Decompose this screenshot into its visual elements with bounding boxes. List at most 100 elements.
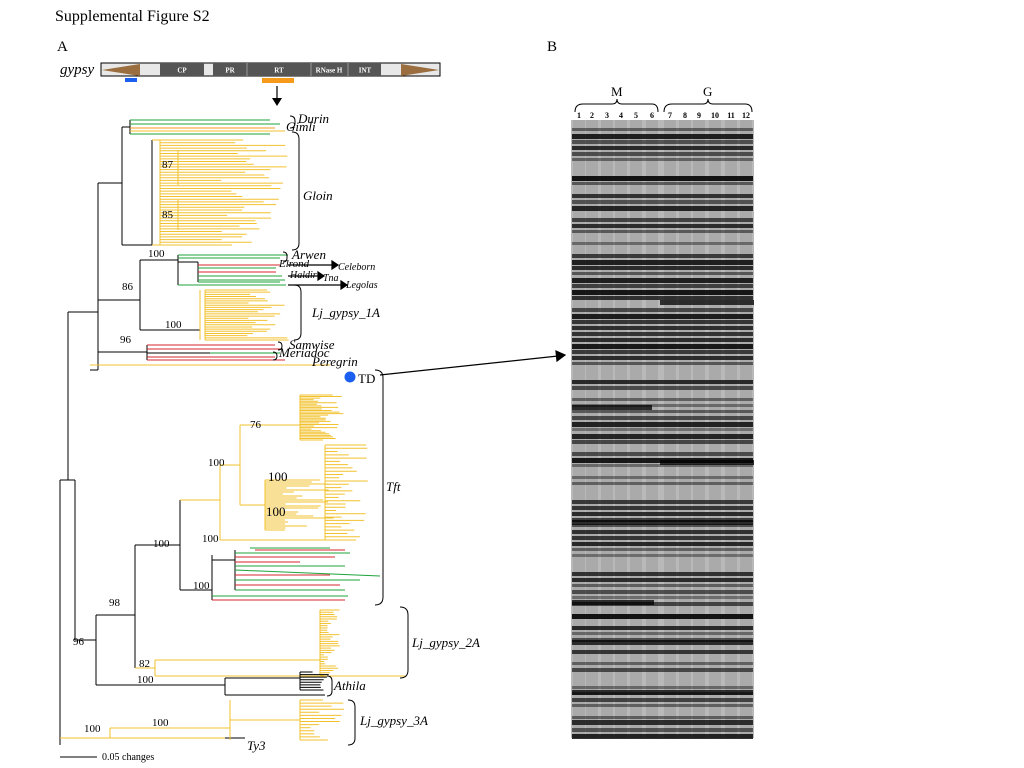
- gel-band: [572, 650, 753, 654]
- label-tft: Tft: [386, 479, 401, 494]
- gel-band: [572, 536, 753, 540]
- gene-name: gypsy: [60, 62, 94, 78]
- gel-band: [572, 690, 753, 695]
- bootstrap-100-h: 100: [193, 580, 210, 592]
- lane-label: 8: [683, 111, 687, 120]
- gel-band: [572, 194, 753, 198]
- label-meriadoc: Meriadoc: [278, 345, 330, 360]
- panel-b-label: B: [547, 39, 557, 55]
- gel-band: [572, 602, 753, 606]
- bootstrap-76: 76: [250, 419, 262, 431]
- gel-band: [572, 464, 753, 467]
- gel-band: [572, 290, 753, 295]
- gel-band: [572, 206, 753, 211]
- gel-band: [572, 140, 753, 144]
- clade-bracket: [282, 251, 288, 263]
- lane-label: 10: [711, 111, 719, 120]
- clade-bracket: [326, 675, 333, 697]
- gel-band: [572, 716, 753, 719]
- gel-band: [572, 260, 753, 265]
- bootstrap-100-j: 100: [84, 723, 101, 735]
- bootstrap-values: 87 85 100 86 100 96 76 100 100 100 100 1…: [73, 159, 288, 735]
- clade-bracket: [291, 131, 300, 251]
- label-elrond: Elrond: [278, 258, 310, 270]
- gel-band: [572, 542, 753, 546]
- probe-blue: [125, 78, 137, 82]
- gel-band: [572, 405, 652, 410]
- gel-band: [572, 632, 753, 635]
- gel-band: [572, 326, 753, 330]
- gel-band: [572, 254, 753, 258]
- bootstrap-100-a: 100: [148, 248, 165, 260]
- gel-band: [572, 386, 753, 390]
- gel-band: [572, 410, 753, 413]
- gel-band: [572, 278, 753, 283]
- gel-band: [572, 128, 753, 131]
- gel-band: [660, 460, 754, 465]
- gel-band: [572, 158, 753, 161]
- gel-band: [572, 500, 753, 504]
- scale-bar-label: 0.05 changes: [102, 752, 154, 763]
- gel-band: [572, 338, 753, 342]
- domain-int: INT: [359, 67, 372, 75]
- domain-rt: RT: [274, 67, 284, 75]
- gel-image: [571, 120, 754, 738]
- label-gloin: Gloin: [303, 188, 333, 203]
- bootstrap-100-i: 100: [137, 674, 154, 686]
- label-celeborn: Celeborn: [338, 262, 375, 273]
- gel-band: [572, 506, 753, 510]
- gel-band: [572, 218, 753, 222]
- label-lj2a: Lj_gypsy_2A: [411, 635, 480, 650]
- clade-labels: Durin Gimli Gloin Arwen Elrond Celeborn …: [247, 111, 480, 753]
- gene-diagram: gypsy CP PR RT RNase H INT: [60, 62, 441, 106]
- lane-label: 12: [742, 111, 750, 120]
- label-lj3a: Lj_gypsy_3A: [359, 713, 428, 728]
- gel-band: [572, 344, 753, 349]
- gel-band: [572, 152, 753, 156]
- label-legolas: Legolas: [345, 280, 378, 291]
- gel-band: [572, 200, 753, 204]
- label-tna: Tna: [323, 273, 339, 284]
- gel-band: [572, 434, 753, 439]
- gel-band: [572, 308, 753, 312]
- gel-band: [572, 476, 753, 479]
- gel-band: [572, 398, 753, 401]
- figure-title: Supplemental Figure S2: [55, 8, 210, 25]
- lane-label: 5: [634, 111, 638, 120]
- group-m-label: M: [611, 84, 623, 99]
- lane-label: 1: [577, 111, 581, 120]
- bootstrap-100-f: 100: [202, 533, 219, 545]
- gel-band: [572, 146, 753, 150]
- gel-band: [572, 284, 753, 288]
- bootstrap-100-k: 100: [152, 717, 169, 729]
- lane-label: 9: [697, 111, 701, 120]
- gel-band: [572, 176, 753, 181]
- clade-bracket: [277, 341, 283, 351]
- gel-band: [572, 590, 753, 594]
- gel-band: [572, 520, 753, 525]
- gel-band: [572, 572, 753, 576]
- bootstrap-100-d: 100: [268, 469, 288, 484]
- gel-band: [572, 720, 753, 725]
- gel-band: [572, 320, 753, 324]
- gel-band: [572, 698, 753, 702]
- gel-band: [572, 230, 753, 233]
- label-gimli: Gimli: [286, 119, 316, 134]
- label-peregrin: Peregrin: [311, 354, 358, 369]
- lane-label: 6: [650, 111, 654, 120]
- lane-label: 11: [727, 111, 735, 120]
- bootstrap-87: 87: [162, 159, 174, 171]
- bootstrap-96-b: 96: [73, 636, 85, 648]
- clade-bracket: [347, 699, 356, 746]
- group-g-label: G: [703, 84, 712, 99]
- gel-band: [572, 530, 753, 534]
- gel-band: [572, 332, 753, 336]
- gel-band: [572, 380, 753, 384]
- gel-band: [572, 662, 753, 665]
- gel-band: [572, 600, 654, 605]
- gel-band: [572, 314, 753, 319]
- clade-bracket: [289, 115, 296, 129]
- bootstrap-86: 86: [122, 281, 134, 293]
- domain-pr: PR: [225, 67, 235, 75]
- bootstrap-98: 98: [109, 597, 121, 609]
